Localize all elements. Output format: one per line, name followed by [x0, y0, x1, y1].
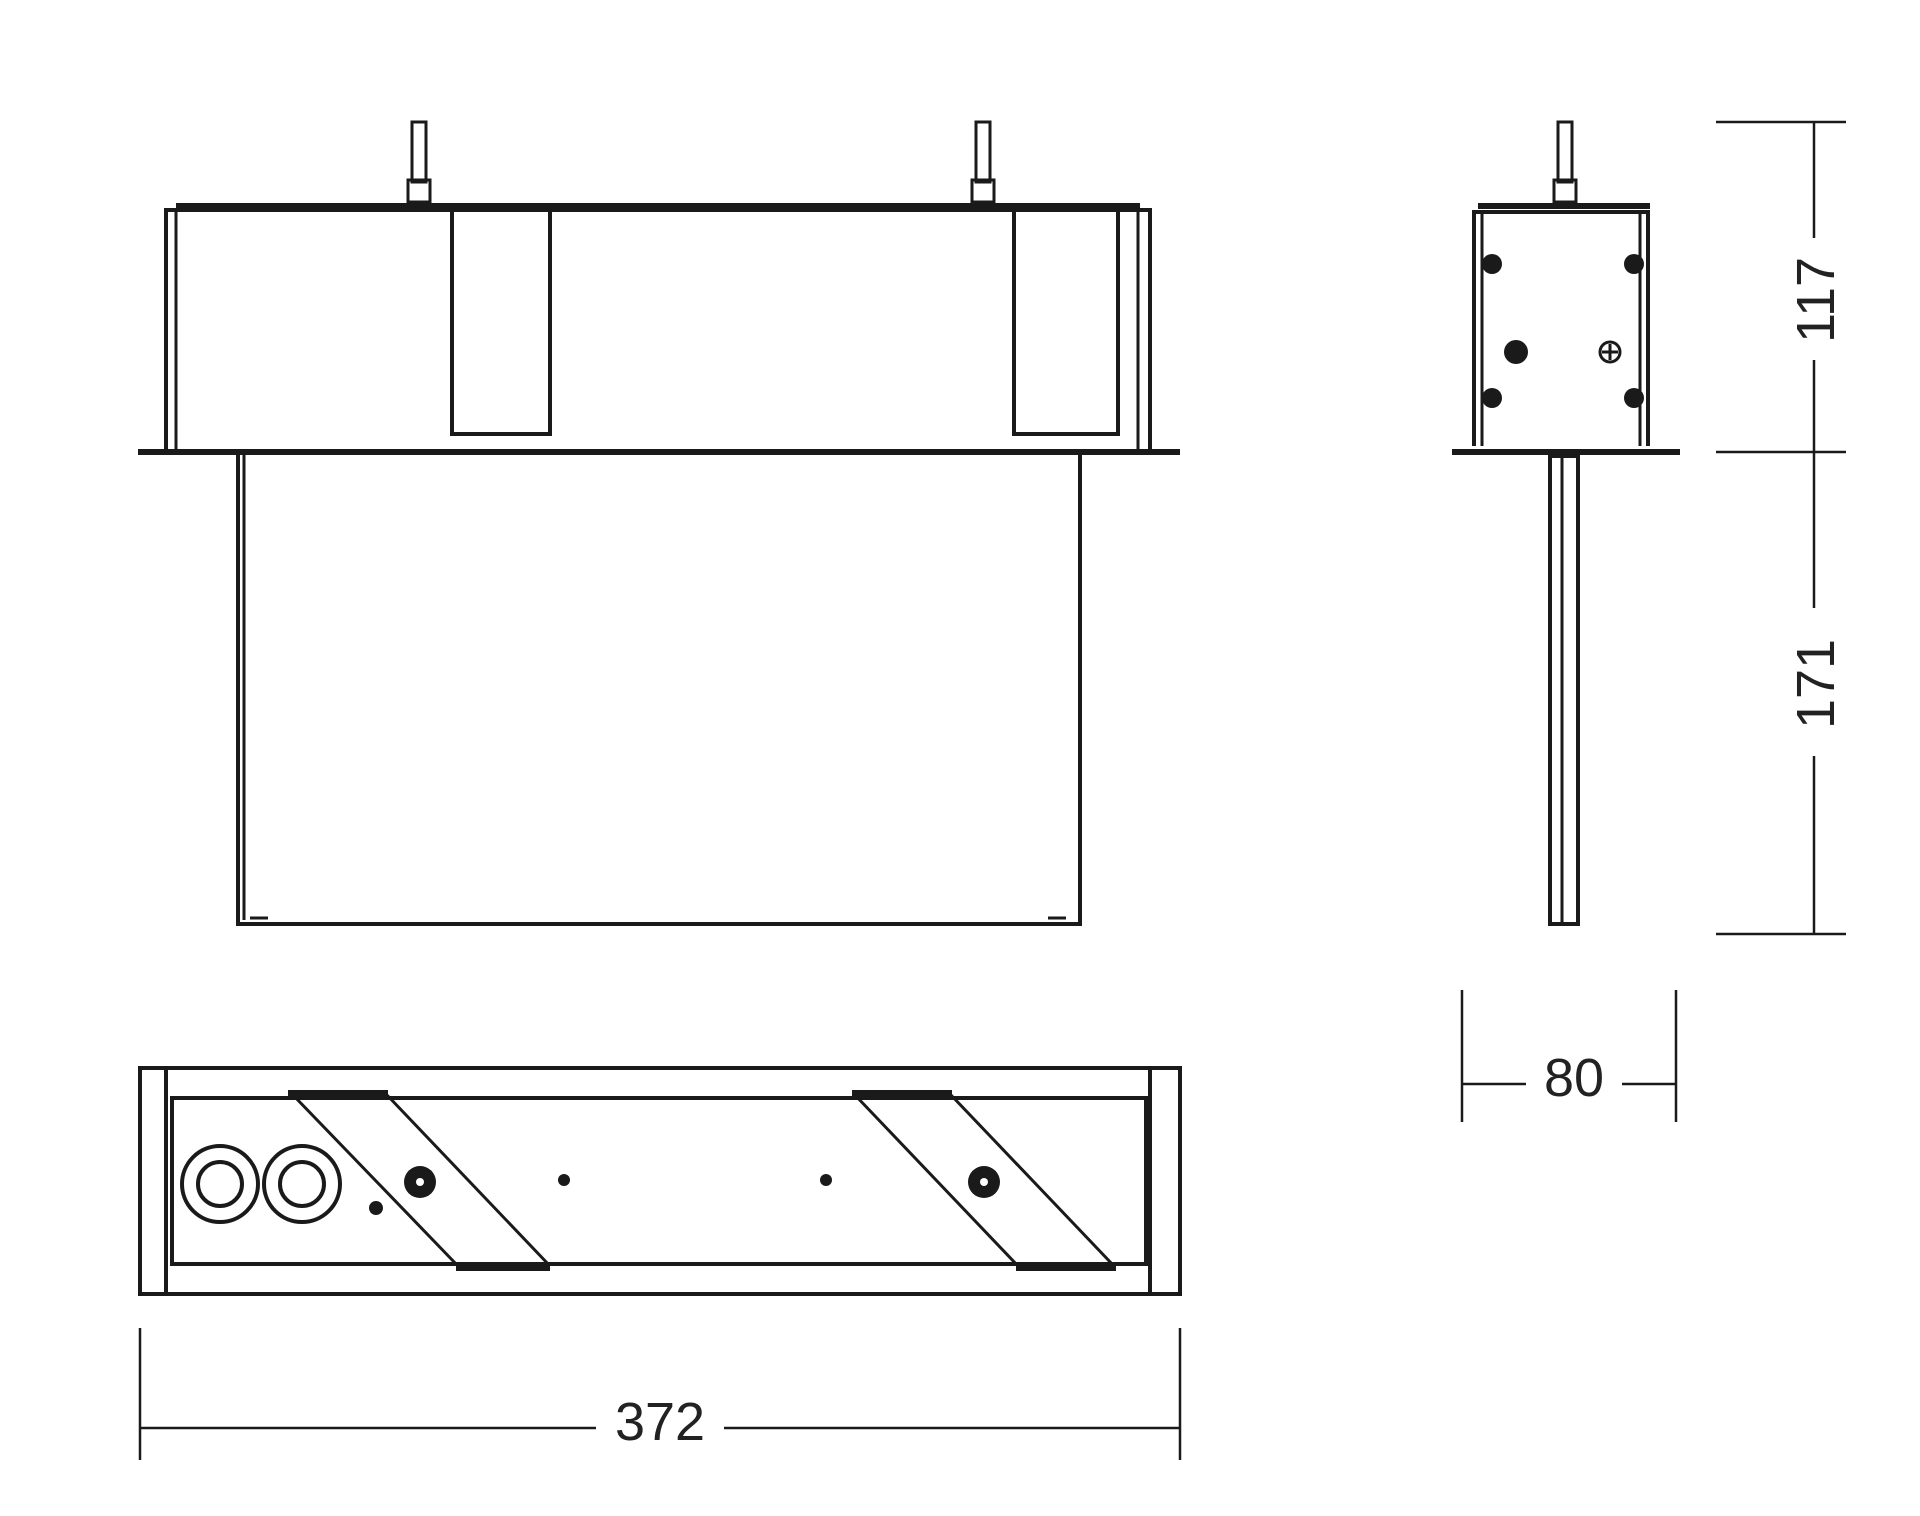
screw-icon	[1482, 388, 1502, 408]
bottom-inner-frame	[170, 1096, 1148, 1266]
side-screws	[1482, 254, 1644, 408]
dimension-upper-height-label: 117	[1786, 257, 1846, 343]
side-housing	[1472, 203, 1650, 446]
front-view	[138, 120, 1180, 926]
small-hole-icon	[558, 1174, 570, 1186]
dimension-width: 372	[138, 1328, 1182, 1460]
dimension-depth-label: 80	[1544, 1048, 1604, 1108]
screw-icon	[1504, 340, 1528, 364]
front-bracket-left	[450, 206, 552, 436]
dimension-width-label: 372	[615, 1392, 705, 1452]
small-hole-icon	[820, 1174, 832, 1186]
screw-icon	[1624, 388, 1644, 408]
cable-gland-icon	[262, 1144, 342, 1224]
dimension-height: 117 171	[1716, 120, 1846, 936]
front-housing	[164, 203, 1152, 452]
cable-gland-icon	[180, 1144, 260, 1224]
front-rod-right	[970, 120, 996, 204]
bottom-bracket-right	[852, 1090, 1116, 1271]
bottom-outer-frame	[138, 1066, 1182, 1296]
bottom-view	[138, 1066, 1182, 1296]
small-hole-icon	[369, 1201, 383, 1215]
screw-icon	[1624, 254, 1644, 274]
front-bracket-right	[1012, 206, 1120, 436]
bottom-bracket-left	[288, 1090, 552, 1271]
front-sign-panel	[236, 455, 1082, 926]
side-view	[1452, 120, 1680, 926]
dimension-depth: 80	[1460, 990, 1678, 1122]
screw-icon	[1482, 254, 1502, 274]
screw-icon	[1598, 340, 1622, 364]
front-rod-left	[406, 120, 432, 204]
side-rod	[1552, 120, 1578, 204]
side-sign-panel	[1548, 454, 1580, 926]
dimension-lower-height-label: 171	[1786, 639, 1846, 729]
